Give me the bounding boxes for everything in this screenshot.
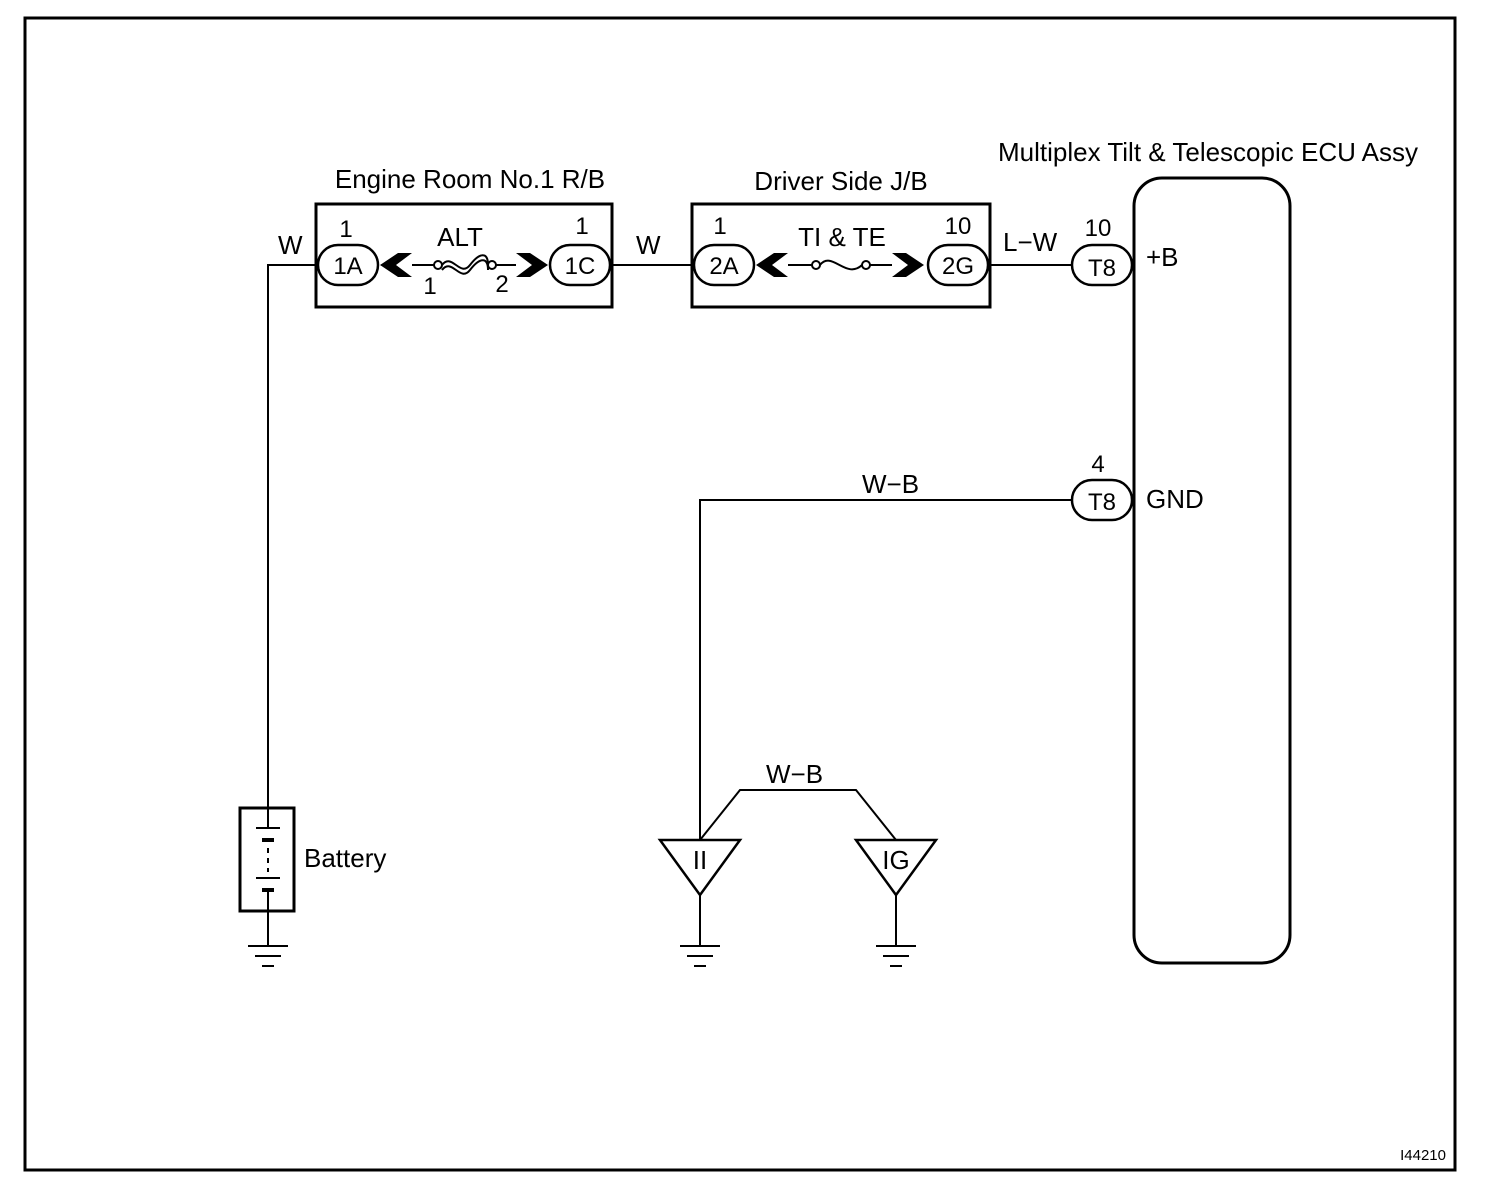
fuse-icon — [819, 259, 863, 271]
ecu-assembly: Multiplex Tilt & Telescopic ECU Assy T8 … — [998, 137, 1418, 965]
rb-box — [314, 202, 614, 309]
connector-1c — [548, 243, 612, 287]
fuse-terminal-2 — [487, 260, 497, 270]
battery-label: Battery — [304, 843, 386, 873]
diagram-frame — [23, 16, 1457, 1172]
terminal-b-name: +B — [1146, 242, 1179, 272]
connector-t8-gnd-pin: 4 — [1091, 451, 1104, 478]
connector-2g-id: 2G — [942, 253, 974, 280]
connector-t8-gnd — [1070, 478, 1134, 522]
wire-label-ecu-gnd: W−B — [862, 469, 919, 499]
figure-id: I44210 — [1400, 1147, 1446, 1164]
rb-fuse-label: ALT — [437, 222, 483, 252]
ground-point-ii-label: II — [693, 845, 707, 875]
ground-point-ii-triangle — [657, 838, 743, 898]
rb-label: Engine Room No.1 R/B — [335, 164, 605, 194]
connector-1c-id: 1C — [565, 253, 596, 280]
jb-fuse-label: TI & TE — [798, 222, 886, 252]
wire-ground-link — [699, 789, 897, 841]
engine-room-relay-block: Engine Room No.1 R/B 1A 1 ALT 1 2 1C 1 — [314, 164, 614, 309]
ecu-box — [1132, 176, 1292, 965]
wire-label-ground-link: W−B — [766, 759, 823, 789]
connector-t8-b — [1070, 243, 1134, 287]
terminal-gnd-name: GND — [1146, 484, 1204, 514]
fuse-terminal-right — [861, 260, 871, 270]
connector-1a — [316, 243, 380, 287]
wire-battery-to-rb — [267, 264, 318, 808]
ground-point-ig: IG — [853, 838, 939, 967]
fuse-terminal-left — [811, 260, 821, 270]
jb-label: Driver Side J/B — [754, 166, 927, 196]
connector-1a-pin: 1 — [339, 216, 352, 243]
ground-point-ig-triangle — [853, 838, 939, 898]
wire-label-jb-to-ecu: L−W — [1003, 227, 1058, 257]
connector-2a — [692, 243, 756, 287]
rb-fuse-pin-right: 2 — [495, 271, 508, 298]
rb-fuse-pin-left: 1 — [423, 273, 436, 300]
connector-t8-gnd-id: T8 — [1088, 489, 1116, 516]
driver-side-junction-block: Driver Side J/B 2A 1 TI & TE 2G 10 — [690, 166, 992, 309]
ground-point-ii: II — [657, 838, 743, 967]
ground-icon — [876, 945, 916, 967]
ground-point-ig-label: IG — [882, 845, 909, 875]
chevron-left-icon — [756, 253, 788, 277]
fuse-terminal-1 — [433, 260, 443, 270]
ecu-label: Multiplex Tilt & Telescopic ECU Assy — [998, 137, 1418, 167]
jb-box — [690, 202, 992, 309]
chevron-left-icon — [380, 253, 412, 277]
connector-1a-id: 1A — [333, 253, 362, 280]
chevron-right-icon — [892, 253, 924, 277]
wire-label-rb-to-jb: W — [636, 230, 661, 260]
ground-icon — [248, 945, 288, 967]
connector-2a-id: 2A — [709, 253, 738, 280]
chevron-right-icon — [516, 253, 548, 277]
fusible-link-icon — [441, 254, 489, 270]
fusible-link-icon-trace — [441, 259, 489, 275]
connector-t8-b-pin: 10 — [1085, 215, 1112, 242]
wire-ecu-gnd — [699, 499, 1072, 840]
connector-1c-pin: 1 — [575, 213, 588, 240]
battery: Battery — [238, 806, 386, 967]
connector-2g-pin: 10 — [945, 213, 972, 240]
connector-t8-b-id: T8 — [1088, 255, 1116, 282]
connector-2a-pin: 1 — [713, 213, 726, 240]
ground-icon — [680, 945, 720, 967]
connector-2g — [926, 243, 990, 287]
wire-label-battery-to-rb: W — [278, 230, 303, 260]
